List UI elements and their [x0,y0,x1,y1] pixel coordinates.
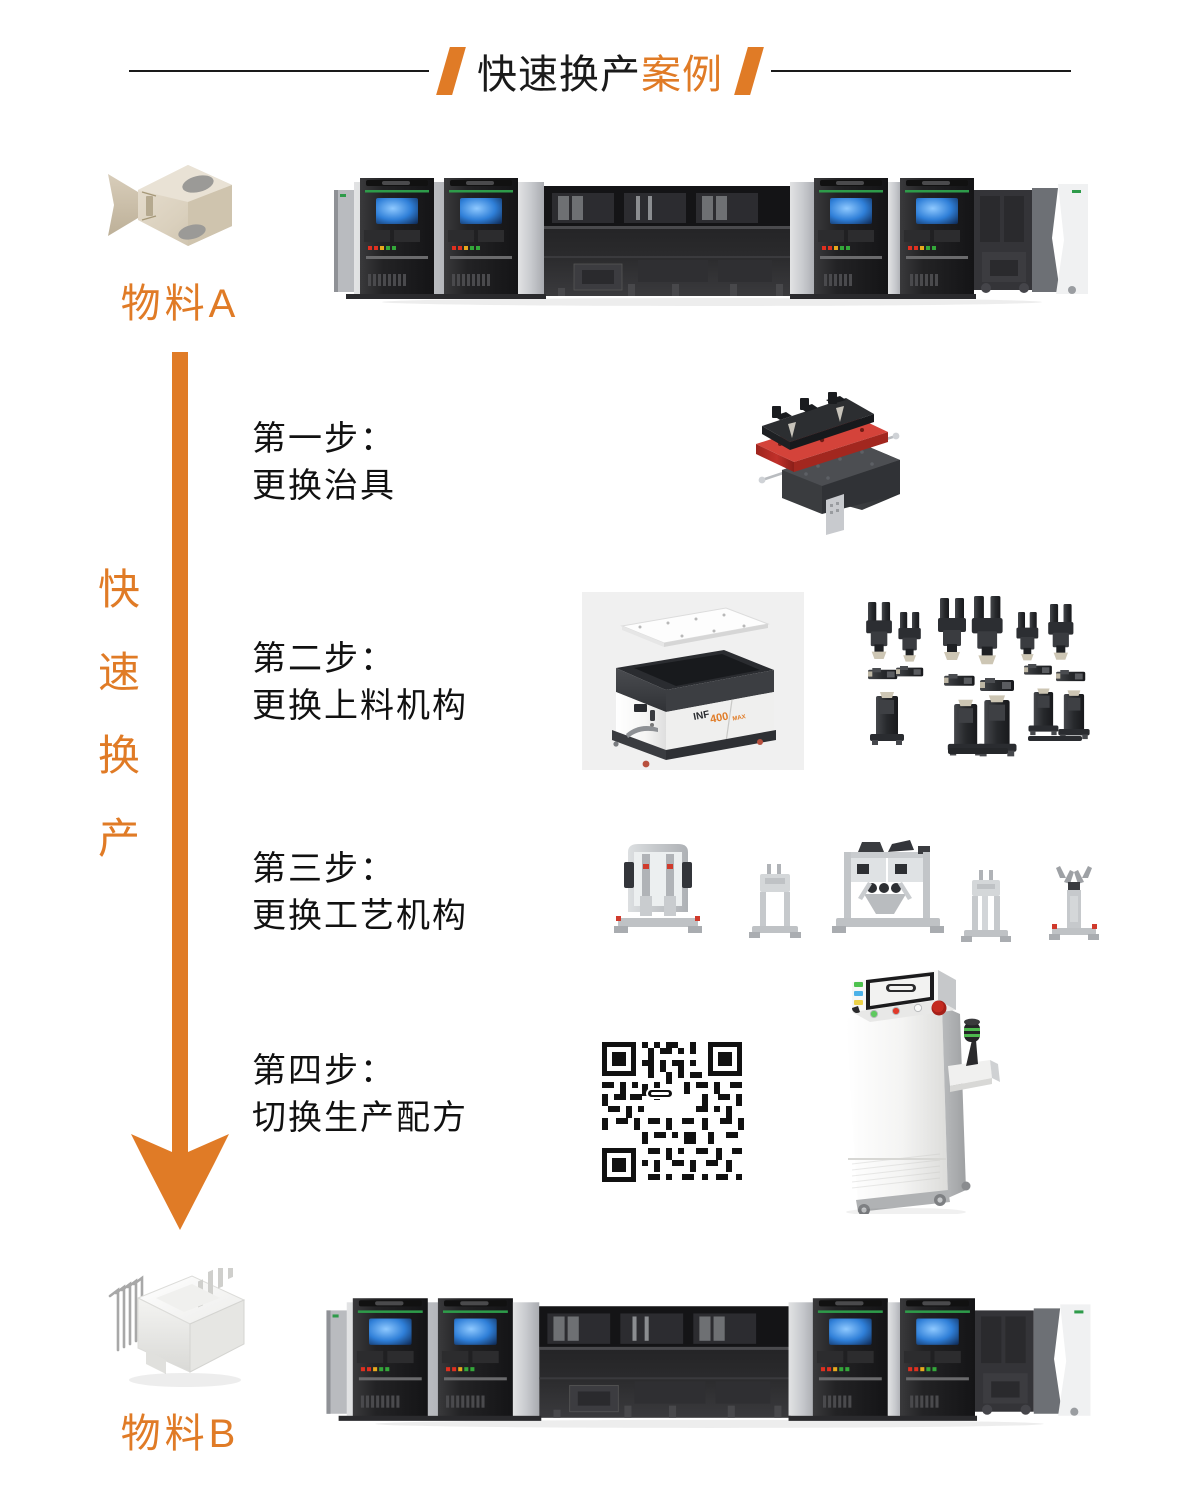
material-a-part-art [80,152,280,257]
step-4-text: 第四步： 切换生产配方 [252,1048,468,1142]
svg-text:INF: INF [692,709,710,723]
step-1-detail: 更换治具 [252,466,396,505]
qr-center-logo-badge [646,1088,674,1099]
vertical-label-char-3: 产 [97,815,140,863]
step-4-detail: 切换生产配方 [252,1098,468,1137]
material-a-label: 物料A [120,282,240,326]
header-rule-right [771,70,1071,72]
step-3-title: 第三步： [252,850,396,888]
vertical-label-char-2: 换 [97,732,140,780]
step-2-text: 第二步： 更换上料机构 [252,636,468,730]
flow-arrow-down-icon [131,352,229,1230]
page-title-orange: 案例 [641,53,723,97]
page-title: 快速换产案例 [459,42,741,100]
step-1-text: 第一步： 更换治具 [252,416,396,510]
header-rule-left [129,70,429,72]
step-2-bowl-feeder-art: INF 400 MAX [582,592,804,770]
step-1-title: 第一步： [252,420,396,458]
step-2-gripper-tooling-art [866,596,1090,757]
step-1-fixture-art [756,392,900,535]
production-line-top-art [334,178,1088,306]
step-3-detail: 更换工艺机构 [252,896,468,935]
material-input-block: 物料A [80,152,280,329]
production-line-bottom-art [326,1298,1091,1428]
step-3-text: 第三步： 更换工艺机构 [252,846,468,940]
material-b-part-art [80,1268,280,1393]
vertical-label-char-0: 快 [97,566,140,613]
page-title-black: 快速换产 [477,53,641,97]
step-2-title: 第二步： [252,640,396,678]
svg-text:MAX: MAX [732,714,746,722]
material-output-block: 物料B [80,1268,280,1459]
step-4-hmi-console-art [846,970,1000,1214]
page-header: 快速换产案例 [0,36,1200,106]
material-b-label: 物料B [120,1412,240,1456]
vertical-label-char-1: 速 [97,649,140,697]
step-4-title: 第四步： [252,1052,396,1090]
svg-text:400: 400 [709,710,729,725]
step-3-process-modules-art [614,840,1099,942]
step-2-detail: 更换上料机构 [252,686,468,725]
vertical-flow-label: 快 速 换 产 [88,548,150,881]
step-4-qr-code[interactable] [596,1036,748,1188]
